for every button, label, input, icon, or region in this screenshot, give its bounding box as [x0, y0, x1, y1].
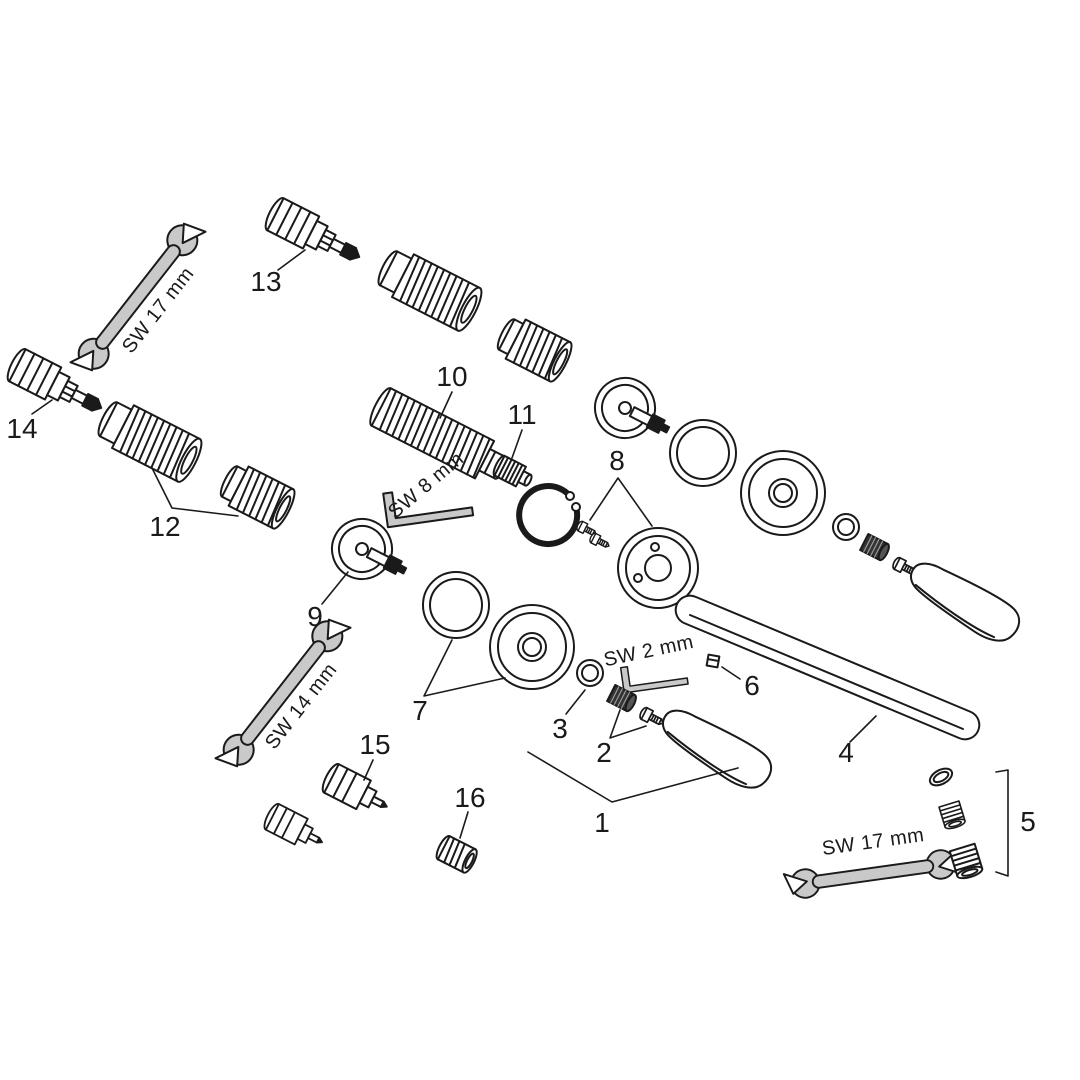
- seal-ring-part-7: [422, 571, 490, 639]
- leader-13: [277, 249, 306, 271]
- callout-7: 7: [412, 695, 428, 726]
- callout-labels: 13 14 12 10 11 9 7 8 3 2 6 1 4 15 16 5: [6, 266, 1035, 838]
- adapter-part-15-front: [318, 760, 395, 822]
- callout-12: 12: [149, 511, 180, 542]
- label-sw2: SW 2 mm: [602, 631, 696, 671]
- ring-part-3: [576, 659, 604, 687]
- callout-15: 15: [359, 729, 390, 760]
- leader-16: [459, 811, 469, 839]
- leader-9: [321, 571, 349, 605]
- callout-2: 2: [596, 737, 612, 768]
- adapter-part-15-rear: [260, 800, 330, 856]
- threaded-sleeve-top-long: [371, 243, 487, 335]
- seal-ring-top: [669, 419, 737, 487]
- callout-16: 16: [454, 782, 485, 813]
- callout-11: 11: [507, 399, 536, 430]
- lever-handle-top: [900, 552, 1027, 651]
- escutcheon-stem-top: [583, 366, 683, 458]
- leader-12: [151, 467, 239, 517]
- label-sw17-bottom: SW 17 mm: [821, 824, 926, 860]
- open-end-wrench-17mm-bottom-icon: [782, 846, 964, 902]
- aerator-housing-part-5: [948, 842, 985, 882]
- leader-3: [565, 689, 586, 715]
- callout-10: 10: [436, 361, 467, 392]
- callout-8: 8: [609, 445, 625, 476]
- leader-5-bracket: [995, 769, 1009, 877]
- leader-15: [363, 759, 374, 781]
- leader-2: [609, 709, 647, 739]
- leader-11: [511, 429, 523, 459]
- callout-13: 13: [250, 266, 281, 297]
- snap-ring: [516, 483, 581, 548]
- leader-4: [849, 715, 877, 743]
- rosette-part-7: [489, 604, 575, 690]
- adapter-part-11: [490, 453, 537, 493]
- callout-14: 14: [6, 413, 37, 444]
- grub-screw-part-6: [705, 653, 721, 669]
- cartridge-part-13: [260, 194, 369, 275]
- open-end-wrench-14mm-icon: [212, 609, 354, 777]
- small-ring-top: [832, 513, 860, 541]
- threaded-sleeve-bottom-short-part-12: [214, 458, 300, 533]
- callout-9: 9: [307, 601, 323, 632]
- callout-4: 4: [838, 737, 854, 768]
- lever-handle-part-1: [652, 699, 779, 798]
- leader-6: [721, 666, 741, 680]
- fixing-screw-b-part-8: [587, 531, 613, 552]
- leader-1: [527, 751, 739, 803]
- leader-8: [589, 477, 653, 527]
- leader-10: [439, 391, 453, 419]
- callout-5: 5: [1020, 806, 1036, 837]
- callout-6: 6: [744, 670, 760, 701]
- leader-lines: [31, 249, 1009, 877]
- callout-1: 1: [594, 807, 610, 838]
- aerator-washer-part-5: [928, 767, 954, 787]
- knurled-nut-top: [859, 532, 893, 563]
- leader-14: [31, 399, 53, 415]
- handle-screw-part-2: [637, 705, 667, 730]
- callout-3: 3: [552, 713, 568, 744]
- rosette-top: [740, 450, 826, 536]
- threaded-sleeve-bottom-long-part-12: [91, 394, 207, 486]
- spout-part-4: [674, 594, 981, 741]
- threaded-sleeve-top-short: [491, 311, 577, 386]
- adapter-part-16: [432, 833, 481, 876]
- aerator-insert-part-5: [938, 800, 967, 832]
- open-end-wrench-17mm-top-icon: [67, 213, 209, 381]
- leader-7: [423, 639, 506, 697]
